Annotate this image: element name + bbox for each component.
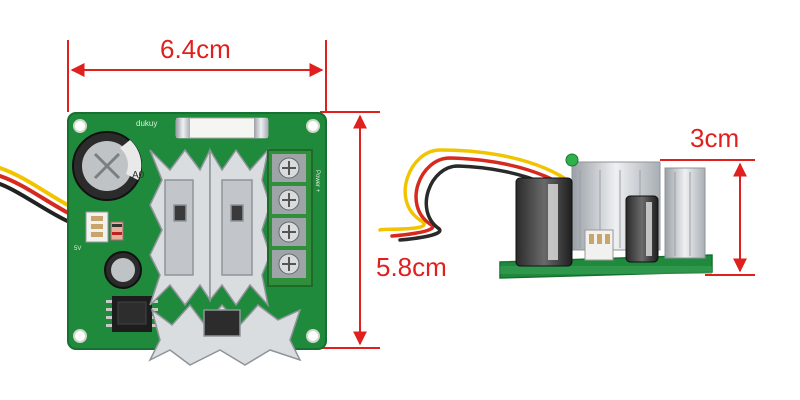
green-component xyxy=(565,153,579,167)
height-label: 5.8cm xyxy=(376,252,447,282)
ic-chip xyxy=(106,296,158,332)
height-dimension-line xyxy=(320,111,380,349)
mount-hole xyxy=(73,119,87,133)
depth-dimension-line xyxy=(660,159,755,276)
side-heatsink-right xyxy=(664,167,706,259)
large-capacitor-top: A0 xyxy=(72,131,145,201)
side-connector xyxy=(584,229,614,261)
terminal-screw xyxy=(272,154,306,182)
fuse xyxy=(175,117,269,139)
capacitor-marking: A0 xyxy=(132,170,145,181)
heatsink-left xyxy=(149,148,211,307)
small-capacitor-top xyxy=(104,251,142,289)
mount-hole xyxy=(73,329,87,343)
screw-terminal-block xyxy=(267,149,313,287)
terminal-screw xyxy=(272,218,306,246)
terminal-screw xyxy=(272,186,306,214)
terminal-screw xyxy=(272,250,306,278)
board-side-view xyxy=(378,148,713,279)
board-top-view: dukuy A0 5V xyxy=(0,112,327,366)
width-label: 6.4cm xyxy=(160,34,231,64)
silkscreen-5v: 5V xyxy=(74,246,81,252)
silkscreen-power: Power + xyxy=(314,170,320,193)
heatsink-right xyxy=(209,147,271,308)
width-dimension-line xyxy=(67,40,327,112)
mount-hole xyxy=(306,329,320,343)
mount-hole xyxy=(306,119,320,133)
small-capacitor-side xyxy=(625,195,659,263)
depth-label: 3cm xyxy=(690,123,740,153)
brand-silkscreen: dukuy xyxy=(136,119,157,128)
large-capacitor-side xyxy=(515,177,573,267)
signal-connector xyxy=(85,211,109,243)
heatsink-bottom xyxy=(148,303,302,366)
